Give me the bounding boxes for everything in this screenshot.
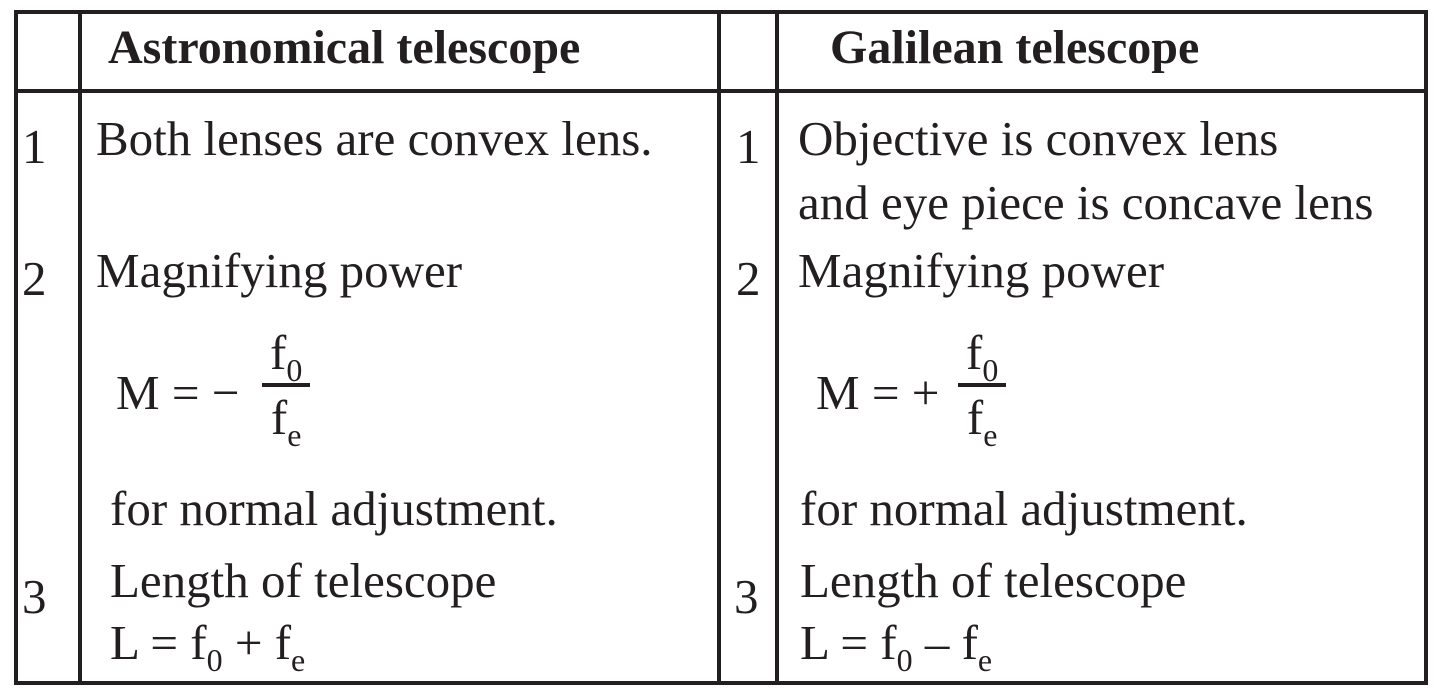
table-border-right [1424, 10, 1428, 685]
astro-magnification-lhs: M = − [116, 365, 240, 420]
galilean-fraction-denominator: fe [966, 390, 998, 453]
astro-length-formula: L = f0 + fe [110, 615, 306, 678]
astro-row-1-number: 1 [22, 119, 47, 174]
astro-row-1-text: Both lenses are convex lens. [96, 111, 653, 166]
galilean-row-2-title: Magnifying power [798, 243, 1165, 298]
galilean-magnification-lhs: M = + [816, 365, 940, 420]
column-divider-num-1 [78, 10, 82, 685]
astro-row-2-number: 2 [22, 251, 47, 306]
galilean-length-formula: L = f0 – fe [800, 615, 993, 678]
astro-fraction-numerator: f0 [262, 328, 311, 387]
column-divider-middle [717, 10, 721, 685]
table-border-bottom [14, 681, 1428, 685]
astro-magnification-fraction: f0 fe [262, 328, 311, 453]
galilean-row-2-note: for normal adjustment. [800, 481, 1248, 536]
galilean-row-3-title: Length of telescope [800, 553, 1187, 608]
galilean-row-2-number: 2 [736, 251, 761, 306]
galilean-row-3-number: 3 [734, 569, 759, 624]
header-divider [14, 89, 1428, 93]
column-divider-num-2 [775, 10, 779, 685]
galilean-row-1-number: 1 [736, 119, 761, 174]
header-galilean: Galilean telescope [830, 21, 1200, 74]
galilean-magnification-fraction: f0 fe [958, 328, 1007, 453]
astro-fraction-denominator: fe [270, 390, 302, 453]
astro-row-3-number: 3 [22, 569, 47, 624]
astro-row-2-note: for normal adjustment. [110, 481, 558, 536]
table-border-top [14, 10, 1428, 14]
astro-row-3-title: Length of telescope [110, 553, 497, 608]
astro-row-2-title: Magnifying power [96, 243, 463, 298]
header-astronomical: Astronomical telescope [108, 21, 581, 74]
galilean-row-1-line-1: Objective is convex lens [798, 111, 1279, 166]
table-border-left [14, 10, 18, 685]
galilean-fraction-numerator: f0 [958, 328, 1007, 387]
galilean-row-1-line-2: and eye piece is concave lens [798, 175, 1374, 230]
